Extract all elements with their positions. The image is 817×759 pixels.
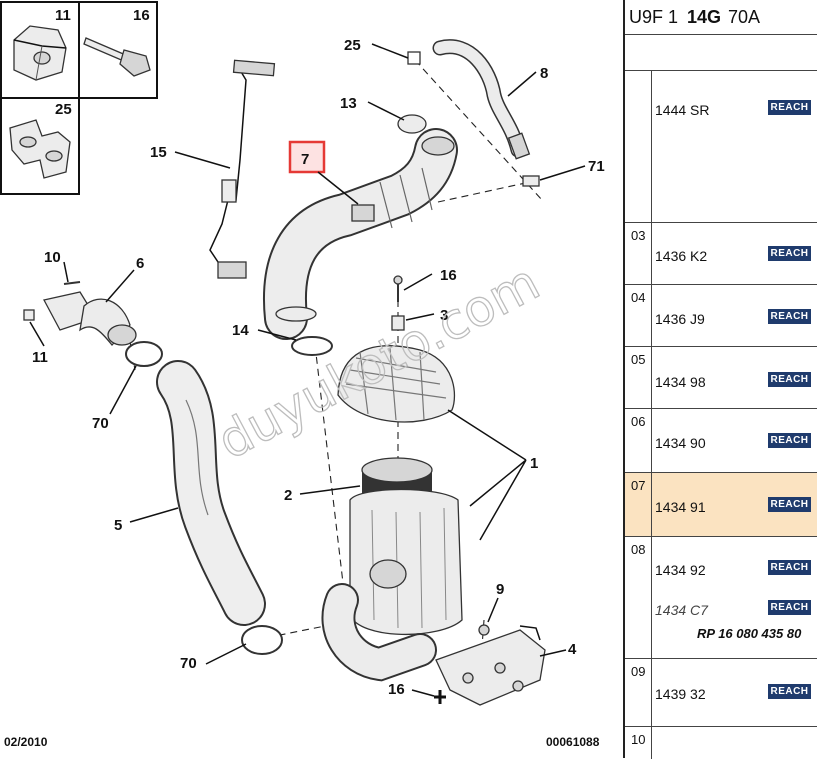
screw-16-top[interactable] xyxy=(393,275,403,285)
label-25[interactable]: 25 xyxy=(344,37,361,54)
clamp-13[interactable] xyxy=(397,114,427,134)
part-row-1444sr[interactable]: 1444 SR REACH xyxy=(625,70,817,223)
leader-lines xyxy=(29,43,586,697)
header-code-c: 70A xyxy=(728,7,761,27)
label-14[interactable]: 14 xyxy=(232,322,249,339)
nut-11-icon xyxy=(13,25,67,81)
parts-list-panel: U9F 1 14G 70A 1444 SR REACH 03 1436 K2 R… xyxy=(623,0,817,759)
label-16-bottom[interactable]: 16 xyxy=(388,681,405,698)
row-ref: 1436 K2 xyxy=(655,248,708,264)
row-ref: 1434 98 xyxy=(655,374,706,390)
row-note: RP 16 080 435 80 xyxy=(697,626,802,641)
row-index: 05 xyxy=(625,347,652,409)
inset-label-16: 16 xyxy=(133,7,150,24)
screw-16-bottom[interactable] xyxy=(434,690,446,704)
part-row-07-selected[interactable]: 07 1434 91 REACH xyxy=(625,472,817,537)
panel-header: U9F 1 14G 70A xyxy=(625,0,817,35)
row-index: 03 xyxy=(625,223,652,285)
row-index: 07 xyxy=(625,473,652,537)
row-ref: 1434 92 xyxy=(655,562,706,578)
label-9[interactable]: 9 xyxy=(496,581,504,598)
row-index xyxy=(625,71,652,223)
footer-ref: 00061088 xyxy=(546,735,600,749)
reach-badge: REACH xyxy=(768,100,811,115)
label-11[interactable]: 11 xyxy=(32,349,48,366)
elbow-6[interactable] xyxy=(43,291,137,347)
part-labels: 25 8 13 71 15 7 10 6 11 16 3 14 70 1 2 5… xyxy=(32,37,605,698)
screw-10[interactable] xyxy=(63,281,81,285)
label-2[interactable]: 2 xyxy=(284,487,292,504)
bolt-16-icon xyxy=(83,37,151,77)
highlight-box-7 xyxy=(288,140,326,174)
grommet-3[interactable] xyxy=(391,315,405,331)
label-6[interactable]: 6 xyxy=(136,255,144,272)
part-row-06[interactable]: 06 1434 90 REACH xyxy=(625,408,817,473)
intake-duct-7[interactable] xyxy=(263,128,458,340)
label-4[interactable]: 4 xyxy=(568,641,577,658)
row-ref: 1434 91 xyxy=(655,499,706,515)
breather-hose-8[interactable] xyxy=(432,39,540,187)
reach-badge: REACH xyxy=(768,684,811,699)
label-15[interactable]: 15 xyxy=(150,144,167,161)
label-7[interactable]: 7 xyxy=(301,151,309,168)
reach-badge-alt: REACH xyxy=(768,600,811,615)
label-71[interactable]: 71 xyxy=(588,158,605,175)
inset-label-11: 11 xyxy=(55,7,71,24)
inset-box-16[interactable] xyxy=(78,1,158,99)
part-row-04[interactable]: 04 1436 J9 REACH xyxy=(625,284,817,347)
nut-11[interactable] xyxy=(23,309,35,321)
reach-badge: REACH xyxy=(768,497,811,512)
row-index: 09 xyxy=(625,659,652,727)
diagram-canvas: 11 16 25 xyxy=(0,1,605,749)
part-row-10[interactable]: 10 xyxy=(625,726,817,759)
footer-date: 02/2010 xyxy=(4,735,48,749)
bolt-9[interactable] xyxy=(478,624,490,636)
part-row-05[interactable]: 05 1434 98 REACH xyxy=(625,346,817,409)
label-1[interactable]: 1 xyxy=(530,455,538,472)
reach-badge: REACH xyxy=(768,560,811,575)
filter-lid[interactable] xyxy=(337,345,455,423)
header-code-b: 14G xyxy=(687,7,722,27)
label-5[interactable]: 5 xyxy=(114,517,122,534)
reach-badge: REACH xyxy=(768,309,811,324)
clip-25[interactable] xyxy=(407,51,421,65)
part-row-03[interactable]: 03 1436 K2 REACH xyxy=(625,222,817,285)
clamp-70-lower[interactable] xyxy=(241,625,283,655)
reach-badge: REACH xyxy=(768,433,811,448)
reach-badge: REACH xyxy=(768,246,811,261)
header-code-a: U9F 1 xyxy=(629,7,679,27)
row-ref: 1444 SR xyxy=(655,102,710,118)
watermark: duyukoto.com xyxy=(208,253,548,471)
label-13[interactable]: 13 xyxy=(340,95,357,112)
label-10[interactable]: 10 xyxy=(44,249,61,266)
row-index: 10 xyxy=(625,727,652,759)
wiring-harness-15[interactable] xyxy=(209,59,276,279)
inset-box-group: 11 16 25 xyxy=(0,1,158,195)
intake-pipe-5[interactable] xyxy=(156,360,266,626)
clamp-70-upper[interactable] xyxy=(125,341,163,367)
reach-badge: REACH xyxy=(768,372,811,387)
part-row-08[interactable]: 08 1434 92 REACH 1434 C7 REACH RP 16 080… xyxy=(625,536,817,659)
label-70-lower[interactable]: 70 xyxy=(180,655,197,672)
row-index: 08 xyxy=(625,537,652,659)
label-70-upper[interactable]: 70 xyxy=(92,415,109,432)
row-index: 06 xyxy=(625,409,652,473)
panel-spacer xyxy=(625,34,817,70)
row-ref: 1436 J9 xyxy=(655,311,705,327)
row-index: 04 xyxy=(625,285,652,347)
row-ref: 1434 90 xyxy=(655,435,706,451)
exploded-parts-diagram: 11 16 25 xyxy=(0,1,605,749)
label-3[interactable]: 3 xyxy=(440,307,448,324)
clip-25-icon xyxy=(9,119,71,179)
clamp-14[interactable] xyxy=(291,336,333,356)
row-ref: 1439 32 xyxy=(655,686,706,702)
label-16-top[interactable]: 16 xyxy=(440,267,457,284)
filter-housing-1[interactable] xyxy=(321,488,463,682)
part-row-09[interactable]: 09 1439 32 REACH xyxy=(625,658,817,727)
row-ref-alt: 1434 C7 xyxy=(655,602,708,618)
bracket-4[interactable] xyxy=(435,625,546,706)
inset-label-25: 25 xyxy=(55,101,72,118)
label-8[interactable]: 8 xyxy=(540,65,548,82)
